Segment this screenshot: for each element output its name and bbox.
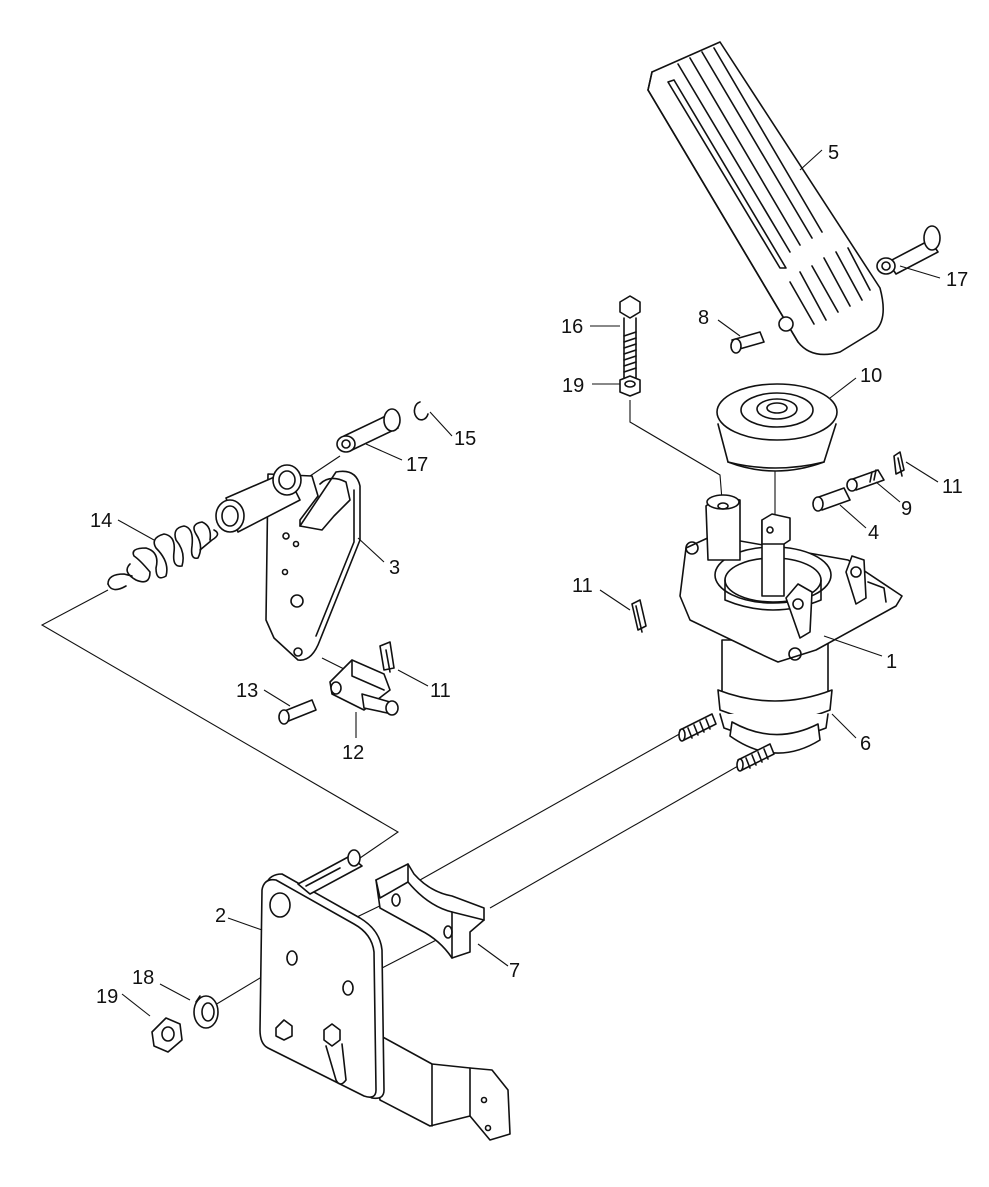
return-spring bbox=[107, 521, 219, 591]
callout-1: 1 bbox=[886, 651, 897, 673]
callout-7: 7 bbox=[509, 960, 520, 982]
callout-16: 16 bbox=[561, 316, 583, 338]
callout-5: 5 bbox=[828, 142, 839, 164]
pin-9 bbox=[846, 469, 885, 492]
callout-labels: 1 2 3 4 5 6 7 8 9 10 11 11 11 12 13 14 1… bbox=[90, 142, 968, 1008]
assembly-guide-lines bbox=[40, 400, 776, 1009]
callout-8: 8 bbox=[698, 307, 709, 329]
callout-6: 6 bbox=[860, 733, 871, 755]
pin-13 bbox=[278, 699, 317, 725]
spring-clip-11-left bbox=[631, 599, 647, 633]
callout-10: 10 bbox=[860, 365, 882, 387]
callout-4: 4 bbox=[868, 522, 879, 544]
clamp-7 bbox=[375, 863, 485, 959]
leader-lines bbox=[117, 149, 941, 1017]
mounting-studs bbox=[678, 713, 775, 772]
lever-tube bbox=[215, 464, 302, 533]
nut-19-lower bbox=[151, 1017, 183, 1053]
spring-clip-11-clevis bbox=[379, 641, 395, 673]
callout-18: 18 bbox=[132, 967, 154, 989]
snap-ring-15 bbox=[413, 401, 429, 421]
washer-18 bbox=[193, 995, 219, 1029]
callout-11-right: 11 bbox=[942, 476, 963, 498]
callout-11-left: 11 bbox=[572, 575, 593, 597]
callout-9: 9 bbox=[901, 498, 912, 520]
spring-clip-11-right bbox=[893, 451, 905, 477]
rubber-stopper bbox=[716, 383, 838, 472]
pedal-pivot-pin bbox=[876, 225, 941, 275]
clevis-12 bbox=[329, 659, 399, 716]
pin-8 bbox=[730, 331, 765, 354]
pin-4 bbox=[812, 487, 851, 512]
nut-19-upper bbox=[619, 375, 641, 397]
pedal-housing bbox=[679, 494, 903, 710]
callout-17-left: 17 bbox=[406, 454, 428, 476]
callout-19-upper: 19 bbox=[562, 375, 584, 397]
pedal-pad bbox=[647, 41, 884, 356]
callout-14: 14 bbox=[90, 510, 112, 532]
callout-17-right: 17 bbox=[946, 269, 968, 291]
callout-15: 15 bbox=[454, 428, 476, 450]
bolt-16 bbox=[619, 295, 641, 381]
callout-3: 3 bbox=[389, 557, 400, 579]
lever-pivot-pin bbox=[336, 408, 401, 453]
callout-12: 12 bbox=[342, 742, 364, 764]
callout-2: 2 bbox=[215, 905, 226, 927]
pedal-lever bbox=[265, 470, 361, 661]
gasket-6 bbox=[717, 689, 833, 754]
callout-13: 13 bbox=[236, 680, 258, 702]
mounting-bracket bbox=[259, 849, 511, 1141]
callout-19-lower: 19 bbox=[96, 986, 118, 1008]
callout-11-clevis: 11 bbox=[430, 680, 451, 702]
